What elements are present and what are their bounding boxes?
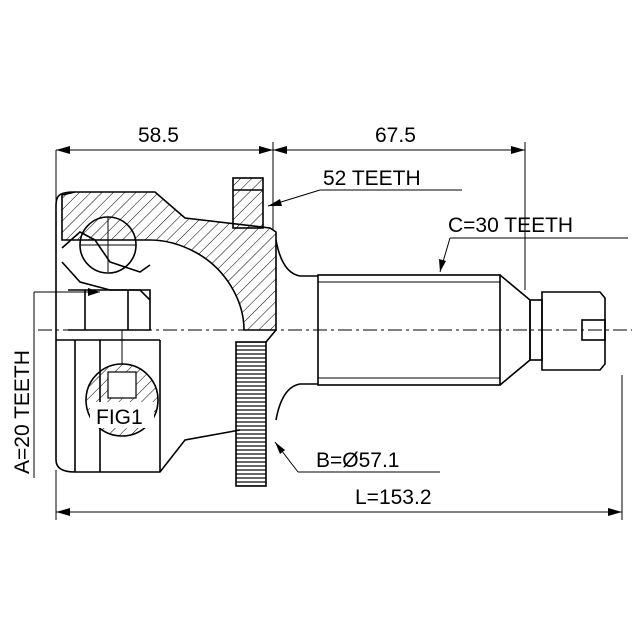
abs-teeth-label: 52 TEETH (323, 167, 421, 190)
leader-spline-c (439, 237, 628, 273)
bell-housing-section (61, 191, 277, 331)
leader-diameter-b (274, 441, 440, 473)
leader-abs-teeth (267, 189, 462, 207)
dimension-length (55, 375, 623, 520)
length-label: L=153.2 (355, 486, 432, 509)
dimension-67-5 (273, 142, 526, 290)
bell-housing-outline (55, 191, 241, 473)
leader-spline-a (33, 288, 100, 478)
stub-shaft (275, 239, 606, 421)
dimension-58-5 (55, 142, 274, 230)
dim-left-label: 58.5 (138, 124, 179, 147)
abs-ring-lower (235, 341, 267, 487)
fig1-label: FIG1 (96, 406, 143, 429)
fig1-detail (85, 330, 159, 437)
spline-c-label: C=30 TEETH (448, 214, 573, 237)
diameter-b-label: B=Ø57.1 (316, 449, 399, 472)
dim-right-label: 67.5 (375, 124, 416, 147)
abs-ring-upper (232, 177, 264, 229)
ball-cage (61, 216, 151, 331)
spline-a-label: A=20 TEETH (11, 350, 34, 474)
